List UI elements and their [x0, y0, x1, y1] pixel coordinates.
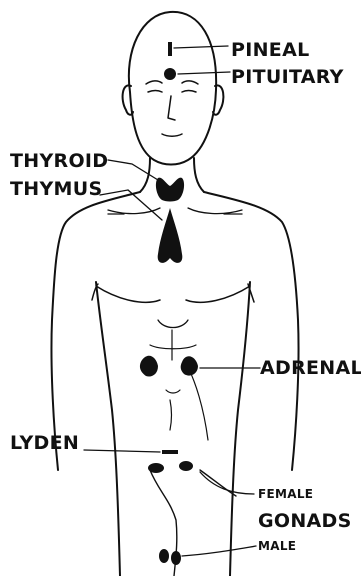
torso-right-side [230, 282, 250, 576]
adrenal-label: ADRENAL [260, 359, 361, 378]
female-label: FEMALE [258, 488, 313, 500]
thymus-label: THYMUS [10, 180, 102, 199]
lyden-gland [162, 450, 178, 454]
leader-pineal [174, 46, 228, 48]
left-shoulder-arm [51, 192, 140, 470]
pineal-label: PINEAL [231, 41, 310, 60]
leader-male [182, 546, 256, 556]
torso-left-side [96, 282, 120, 576]
thyroid-label: THYROID [10, 152, 108, 171]
pituitary-gland [164, 68, 176, 80]
thyroid-gland [156, 178, 184, 202]
thymus-gland [158, 208, 183, 263]
gonad-female-left [148, 463, 164, 473]
head-outline [129, 12, 216, 165]
adrenal-gland-right [181, 356, 198, 375]
pituitary-label: PITUITARY [231, 68, 344, 87]
neck-outline [140, 158, 150, 192]
pineal-gland [168, 42, 172, 56]
leader-lyden [84, 450, 160, 452]
gonad-female-right [179, 461, 193, 471]
chest-lines [96, 286, 160, 302]
adrenal-gland-left [140, 356, 158, 377]
gonad-male-left [159, 549, 169, 563]
gonads-label: GONADS [258, 512, 352, 531]
gonad-male-right [171, 551, 181, 565]
right-shoulder-arm [204, 192, 299, 470]
male-label: MALE [258, 540, 296, 552]
lyden-label: LYDEN [10, 434, 79, 453]
leader-pituitary [178, 72, 230, 74]
